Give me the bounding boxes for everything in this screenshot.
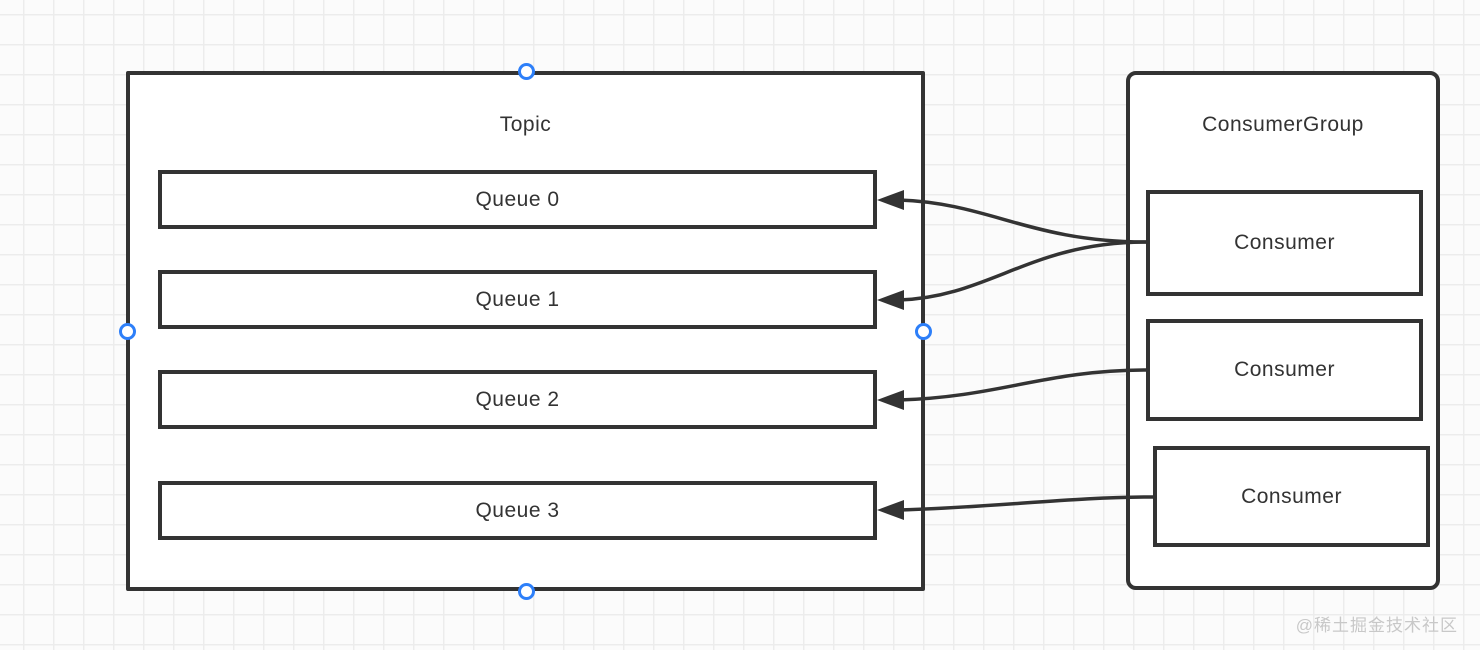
queue-box-1[interactable]: Queue 1 xyxy=(158,270,877,329)
queue-box-2[interactable]: Queue 2 xyxy=(158,370,877,429)
consumer-group-title: ConsumerGroup xyxy=(1202,113,1364,136)
consumer-box-2[interactable]: Consumer xyxy=(1153,446,1430,547)
consumer-box-1[interactable]: Consumer xyxy=(1146,319,1423,421)
queue-label-2: Queue 2 xyxy=(475,387,560,411)
consumer-box-0[interactable]: Consumer xyxy=(1146,190,1423,296)
queue-label-1: Queue 1 xyxy=(475,287,560,311)
selection-handle-left[interactable] xyxy=(119,323,136,340)
queue-box-3[interactable]: Queue 3 xyxy=(158,481,877,540)
selection-handle-top[interactable] xyxy=(518,63,535,80)
consumer-label-0: Consumer xyxy=(1234,231,1335,254)
topic-title: Topic xyxy=(499,113,552,136)
queue-label-3: Queue 3 xyxy=(475,498,560,522)
queue-label-0: Queue 0 xyxy=(475,187,560,211)
watermark: @稀土掘金技术社区 xyxy=(1295,616,1458,635)
consumer-label-1: Consumer xyxy=(1234,358,1335,381)
queue-box-0[interactable]: Queue 0 xyxy=(158,170,877,229)
selection-handle-bottom[interactable] xyxy=(518,583,535,600)
consumer-label-2: Consumer xyxy=(1241,484,1342,508)
selection-handle-right[interactable] xyxy=(915,323,932,340)
